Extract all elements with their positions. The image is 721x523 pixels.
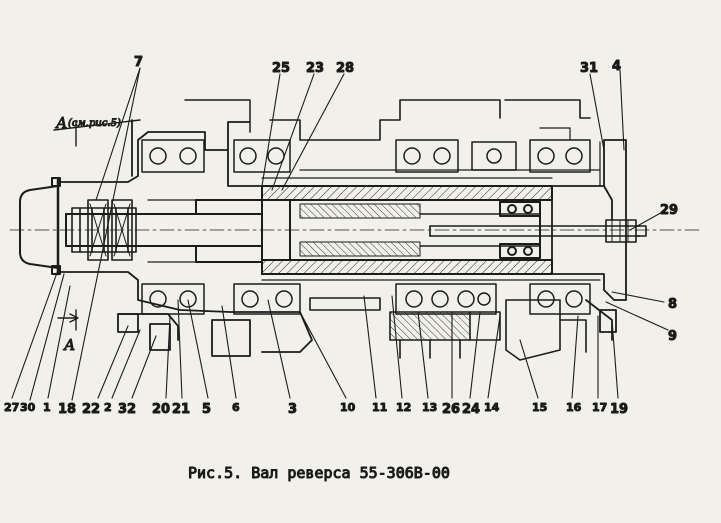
callout-label: 5 bbox=[202, 402, 211, 417]
callout-label: 18 bbox=[58, 402, 76, 417]
callout-label: 30 bbox=[20, 401, 36, 414]
spline-coupling bbox=[71, 199, 137, 261]
callout-label: 24 bbox=[462, 402, 480, 417]
callout-label: 29 bbox=[660, 203, 678, 218]
callout-label: 23 bbox=[306, 61, 324, 76]
callout-label: 21 bbox=[172, 402, 190, 417]
callout-label: 10 bbox=[340, 401, 356, 414]
bearings-top bbox=[141, 139, 591, 173]
callout-label: 7 bbox=[134, 55, 143, 70]
bearings-bottom bbox=[141, 283, 591, 315]
leader-lines bbox=[11, 67, 669, 401]
callouts-right: 8 9 bbox=[668, 297, 678, 345]
callout-label: 26 bbox=[442, 402, 460, 417]
callout-label: 22 bbox=[82, 402, 100, 417]
callout-label: 19 bbox=[610, 402, 628, 417]
callout-label: 2 bbox=[104, 401, 112, 414]
control-rod bbox=[429, 219, 647, 243]
main-shaft bbox=[9, 199, 701, 263]
left-housing bbox=[59, 99, 313, 357]
callout-label: 11 bbox=[372, 401, 387, 414]
callout-label: 20 bbox=[152, 402, 170, 417]
callout-label: 4 bbox=[612, 59, 621, 74]
lower-housing bbox=[261, 279, 601, 361]
callout-label: 27 bbox=[4, 401, 19, 414]
callout-label: 31 bbox=[580, 61, 598, 76]
callout-label: 3 bbox=[288, 402, 297, 417]
callout-label: 25 bbox=[272, 61, 290, 76]
figure-caption: Рис.5. Вал реверса 55-306В-00 bbox=[188, 464, 450, 482]
callout-label: 9 bbox=[668, 329, 677, 344]
section-marker-letter: А bbox=[63, 336, 75, 354]
callouts-bottom: 27 30 1 18 22 2 32 20 21 5 6 3 10 11 12 … bbox=[4, 401, 629, 418]
view-marker bbox=[53, 119, 141, 331]
callout-label: 12 bbox=[396, 401, 411, 414]
callout-label: 16 bbox=[566, 401, 582, 414]
right-housing bbox=[551, 139, 627, 341]
end-cap-loop bbox=[19, 177, 61, 276]
upper-housing bbox=[261, 99, 601, 179]
callout-label: 14 bbox=[484, 401, 500, 414]
view-marker-letter: А bbox=[55, 114, 67, 132]
callout-label: 1 bbox=[43, 401, 51, 414]
callout-label: 15 bbox=[532, 401, 547, 414]
callout-label: 28 bbox=[336, 61, 354, 76]
callout-label: 6 bbox=[232, 401, 240, 414]
callout-label: 8 bbox=[668, 297, 677, 312]
callout-label: 32 bbox=[118, 402, 136, 417]
callout-label: 17 bbox=[592, 401, 607, 414]
view-marker-reference: (см.рис.5) bbox=[68, 118, 121, 129]
callouts-top: 7 25 23 28 31 4 29 bbox=[134, 55, 679, 219]
callout-label: 13 bbox=[422, 401, 437, 414]
